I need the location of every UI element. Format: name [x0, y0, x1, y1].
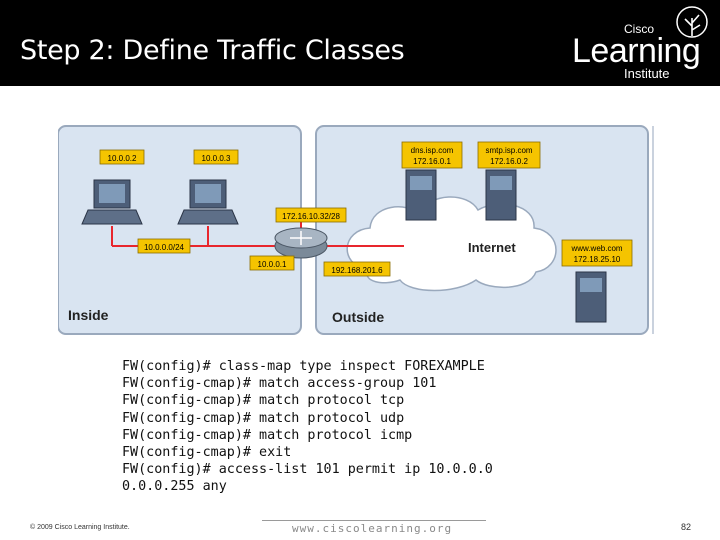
server-icon [405, 169, 437, 221]
web-server-label: www.web.com 172.18.25.10 [561, 239, 633, 267]
footer-url: www.ciscolearning.org [292, 522, 453, 535]
inside-zone [58, 125, 302, 335]
svg-text:10.0.0.2: 10.0.0.2 [108, 154, 137, 163]
svg-text:10.0.0.3: 10.0.0.3 [202, 154, 231, 163]
smtp-server-label: smtp.isp.com 172.16.0.2 [477, 141, 541, 169]
svg-text:dns.isp.com: dns.isp.com [411, 146, 454, 155]
server-icon [575, 271, 607, 323]
host-icon [177, 179, 239, 225]
svg-text:smtp.isp.com: smtp.isp.com [485, 146, 532, 155]
logo-sub: Institute [624, 66, 670, 81]
network-diagram: Internet 10.0.0.2 [58, 125, 654, 335]
config-line: FW(config-cmap)# match protocol icmp [122, 427, 413, 443]
cisco-learning-institute-logo: Cisco Learning Institute [572, 4, 718, 82]
logo-brand: Cisco [624, 22, 655, 36]
slide-title: Step 2: Define Traffic Classes [20, 35, 405, 66]
svg-text:172.18.25.10: 172.18.25.10 [574, 255, 621, 264]
internet-label: Internet [468, 240, 516, 255]
server-icon [485, 169, 517, 221]
svg-text:172.16.0.2: 172.16.0.2 [490, 157, 528, 166]
config-line: FW(config)# access-list 101 permit ip 10… [122, 462, 493, 478]
logo-word: Learning [572, 32, 701, 70]
host-icon [81, 179, 143, 225]
title-bar: Step 2: Define Traffic Classes Cisco Lea… [0, 0, 720, 86]
svg-text:www.web.com: www.web.com [570, 244, 622, 253]
dns-server-label: dns.isp.com 172.16.0.1 [401, 141, 463, 169]
svg-text:10.0.0.1: 10.0.0.1 [258, 260, 287, 269]
router-inside-ip-label: 10.0.0.1 [249, 255, 295, 271]
config-line: FW(config-cmap)# match protocol tcp [122, 393, 405, 409]
config-line: FW(config-cmap)# exit [122, 445, 292, 461]
host-label-2: 10.0.0.3 [193, 149, 239, 165]
subnet-label: 10.0.0.0/24 [137, 238, 191, 254]
host-label-1: 10.0.0.2 [99, 149, 145, 165]
copyright-text: © 2009 Cisco Learning Institute. [30, 524, 130, 531]
svg-text:172.16.0.1: 172.16.0.1 [413, 157, 451, 166]
svg-text:10.0.0.0/24: 10.0.0.0/24 [144, 243, 185, 252]
config-line: FW(config)# class-map type inspect FOREX… [122, 359, 485, 374]
tree-icon [676, 6, 708, 38]
router-top-net-label: 172.16.10.32/28 [275, 207, 347, 223]
inside-label: Inside [68, 307, 109, 323]
svg-text:172.16.10.32/28: 172.16.10.32/28 [282, 212, 340, 221]
page-number: 82 [681, 522, 692, 532]
outside-label: Outside [332, 309, 384, 325]
router-icon [274, 227, 328, 259]
footer-divider [262, 520, 486, 521]
config-code-block: FW(config)# class-map type inspect FOREX… [122, 358, 493, 496]
config-line: FW(config-cmap)# match access-group 101 [122, 376, 437, 392]
config-line: 0.0.0.255 any [122, 479, 227, 495]
config-line: FW(config-cmap)# match protocol udp [122, 410, 405, 426]
svg-text:192.168.201.6: 192.168.201.6 [331, 266, 383, 275]
router-outside-ip-label: 192.168.201.6 [323, 261, 391, 277]
